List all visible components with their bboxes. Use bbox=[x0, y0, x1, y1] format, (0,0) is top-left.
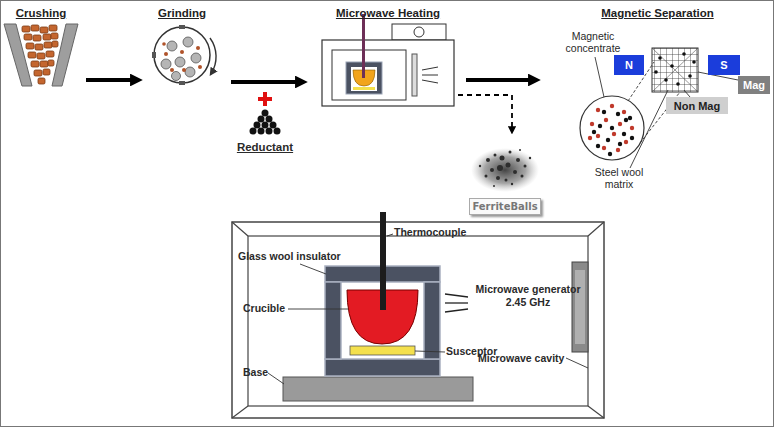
ferrite-powder bbox=[471, 148, 539, 192]
part-label: Microwave cavity bbox=[478, 352, 564, 365]
box-label: Mag bbox=[743, 79, 765, 91]
part-label: Microwave generator 2.45 GHz bbox=[472, 283, 584, 309]
ball-mill bbox=[152, 25, 216, 85]
part-label: Glass wool insulator bbox=[238, 250, 341, 263]
box-label: Non Mag bbox=[674, 100, 720, 112]
product-sample: FerriteBalls bbox=[465, 135, 545, 215]
product-label: FerriteBalls bbox=[469, 198, 541, 215]
microwave-oven bbox=[322, 14, 454, 106]
microwave-cavity-setup bbox=[232, 212, 604, 418]
flow-arrow bbox=[86, 78, 139, 82]
magnet-pole: S bbox=[708, 55, 740, 75]
product-box: Mag bbox=[738, 76, 770, 94]
stage-heading: Crushing bbox=[4, 7, 78, 19]
callout-label: Magnetic concentrate bbox=[556, 30, 630, 54]
box-label: S bbox=[720, 59, 727, 71]
stage-heading: Grinding bbox=[147, 7, 217, 19]
reductant-symbol bbox=[250, 92, 281, 135]
process-stage: Crushing bbox=[4, 5, 78, 87]
flow-arrow bbox=[231, 80, 304, 84]
product-box: Non Mag bbox=[666, 97, 728, 114]
part-label: Crucible bbox=[243, 302, 285, 315]
stage-heading: Microwave Heating bbox=[318, 7, 458, 19]
jaw-crusher bbox=[4, 24, 78, 86]
flow-arrow bbox=[466, 78, 537, 82]
stage-heading: Magnetic Separation bbox=[545, 7, 770, 19]
magnet-pole: N bbox=[614, 55, 644, 75]
process-stage: Microwave Heating bbox=[318, 5, 458, 109]
part-label: Base bbox=[243, 366, 268, 379]
callout-label: Steel wool matrix bbox=[590, 166, 648, 190]
process-stage: Grinding bbox=[147, 5, 217, 93]
part-label: Thermocouple bbox=[394, 226, 466, 239]
flow-arrow bbox=[458, 95, 512, 132]
box-label: N bbox=[625, 59, 633, 71]
material-label: Reductant bbox=[235, 141, 295, 154]
